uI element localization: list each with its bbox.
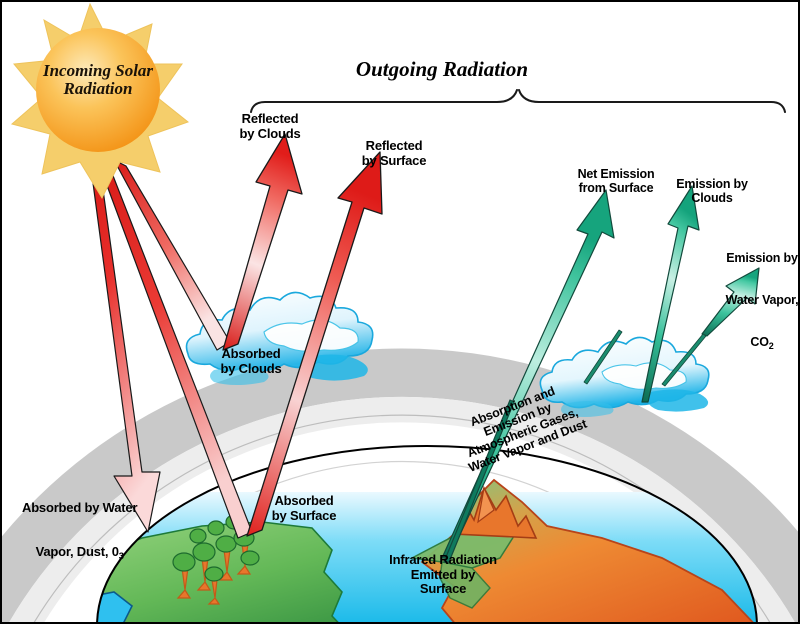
label-emission-wv-line2: Water Vapor, (725, 293, 799, 307)
sun-label-line1: Incoming Solar (42, 61, 154, 80)
arrow-infrared-emitted-by-surface (443, 399, 515, 563)
ray-absorbed-water-vapor (90, 167, 161, 533)
sun-graphic (10, 2, 190, 200)
arrow-cloud-feeder-line (661, 333, 707, 387)
label-absorbed-wv-line1: Absorbed by Water (22, 500, 138, 516)
earth (96, 445, 758, 622)
outgoing-emission-arrows (441, 185, 760, 563)
arrow-emission-by-clouds (641, 185, 700, 403)
cloud-left (185, 291, 374, 385)
label-absorbed-wv-line2: Vapor, Dust, 03 (35, 543, 124, 561)
ray-absorbed-clouds (113, 159, 231, 351)
co2-subscript: 2 (768, 341, 774, 351)
sun-label-line2: Radiation (63, 79, 133, 99)
outgoing-radiation-brace (250, 89, 786, 113)
arrow-reflected-by-clouds (222, 133, 303, 351)
label-absorbed-by-water-vapor: Absorbed by Water Vapor, Dust, 03 (22, 472, 138, 588)
outgoing-radiation-title: Outgoing Radiation (355, 57, 529, 81)
arrow-reflected-by-surface (246, 151, 383, 537)
incoming-solar-rays (90, 159, 253, 539)
reflected-arrows (222, 133, 383, 537)
cloud-right (539, 336, 710, 417)
label-emission-wv-line3: CO2 (750, 335, 774, 351)
arrow-atmosphere-feeder-line (583, 329, 623, 385)
label-emission-by-water-vapor: Emission by Water Vapor, CO2 (725, 223, 799, 377)
label-emission-wv-line1: Emission by (726, 251, 798, 265)
o3-subscript: 3 (118, 550, 124, 561)
arrow-emission-by-water-vapor (701, 267, 760, 337)
sun-label: Incoming Solar Radiation (16, 61, 180, 99)
